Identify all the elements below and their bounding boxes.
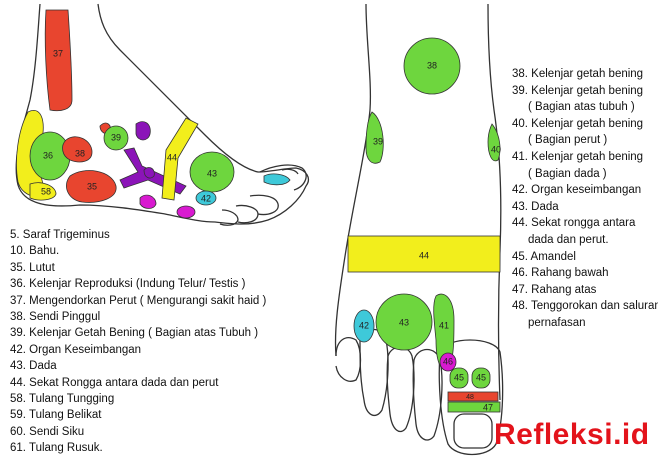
legend-top-foot: 38. Kelenjar getah bening 39. Kelenjar ge… [512, 66, 658, 332]
legend-item: 58. Tulang Tungging [10, 393, 115, 406]
top-foot [334, 3, 504, 456]
side-foot-toe-3 [235, 204, 259, 224]
legend-item: 42. Organ Keseimbangan [10, 343, 142, 356]
legend-item: ( Bagian perut ) [528, 134, 608, 147]
legend-item: 59. Tulang Belikat [10, 409, 102, 422]
label-44: 44 [419, 250, 429, 260]
label-47: 47 [483, 402, 493, 412]
side-foot-toe-4 [219, 209, 239, 226]
legend-item: ( Bagian atas tubuh ) [528, 101, 635, 114]
top-foot-left-edge [334, 3, 372, 357]
zone-cyan-toe [263, 173, 291, 186]
zone-61 [176, 205, 196, 219]
top-foot-big-toe [438, 339, 504, 456]
label-36: 36 [43, 150, 53, 160]
legend-item: 38. Kelenjar getah bening [512, 68, 644, 80]
zone-38 [403, 37, 461, 95]
side-foot-toenail [281, 168, 299, 175]
zone-35 [66, 170, 117, 203]
legend-item: 39. Kelenjar Getah Bening ( Bagian atas … [10, 327, 259, 340]
zone-58 [29, 182, 57, 201]
legend-item: 37. Mengendorkan Perut ( Mengurangi saki… [10, 294, 267, 307]
label-45b: 45 [476, 372, 486, 382]
top-foot-toe-5 [335, 337, 362, 382]
label-41: 41 [439, 320, 449, 330]
brand-logo: Refleksi.id [494, 418, 650, 451]
top-foot-zones [347, 37, 501, 413]
side-foot-outline [15, 3, 310, 225]
legend-item: 43. Dada [10, 360, 57, 373]
label-44: 44 [167, 152, 177, 162]
zone-46 [439, 352, 457, 372]
top-foot-toe-3 [386, 346, 415, 433]
label-38: 38 [427, 60, 437, 70]
zone-39 [365, 111, 384, 164]
side-foot [15, 3, 310, 226]
legend-item: 39. Kelenjar getah bening [512, 84, 644, 97]
legend-item: 61. Tulang Rusuk. [10, 442, 103, 455]
legend-item: 44. Sekat Rongga antara dada dan perut [10, 376, 219, 389]
zone-40 [487, 123, 501, 162]
label-39: 39 [111, 132, 121, 142]
top-foot-labels: 38 39 40 44 43 42 41 46 45 45 48 47 [359, 60, 501, 412]
legend-item: 35. Lutut [10, 261, 55, 274]
label-40: 40 [491, 144, 501, 154]
legend-item: 60. Sendi Siku [10, 425, 85, 438]
zone-37 [44, 9, 73, 112]
top-foot-right-edge [487, 3, 502, 401]
legend-item: 38. Sendi Pinggul [10, 311, 101, 324]
legend-item: 44. Sekat rongga antara [512, 217, 636, 230]
label-38: 38 [75, 148, 85, 158]
legend-item: 48. Tenggorokan dan saluran [512, 300, 658, 313]
zone-38 [62, 136, 93, 163]
legend-item: 10. Bahu. [10, 245, 60, 258]
legend-side-foot: 5. Saraf Trigeminus 10. Bahu. 35. Lutut 36.… [10, 227, 266, 457]
label-48: 48 [466, 394, 474, 401]
legend-item: 47. Rahang atas [512, 283, 597, 296]
legend-item: 45. Amandel [512, 250, 576, 263]
legend-item: 5. Saraf Trigeminus [10, 229, 110, 241]
label-35: 35 [87, 181, 97, 191]
label-43: 43 [399, 317, 409, 327]
legend-item: 42. Organ keseimbangan [512, 184, 642, 197]
legend-item: 36. Kelenjar Reproduksi (Indung Telur/ T… [10, 278, 246, 291]
side-foot-toe-1 [259, 164, 307, 191]
zone-59 [143, 167, 155, 179]
label-45a: 45 [454, 372, 464, 382]
label-46: 46 [443, 356, 453, 366]
zone-43 [375, 293, 433, 351]
label-43: 43 [207, 168, 217, 178]
legend-item: ( Bagian dada ) [528, 167, 607, 180]
zone-44 [347, 235, 501, 273]
zone-44 [161, 117, 199, 201]
zone-39 [103, 125, 129, 151]
side-foot-toe-2 [249, 194, 279, 216]
zone-45b [471, 367, 491, 389]
legend-item: 41. Kelenjar getah bening [512, 150, 644, 163]
legend-item: 40. Kelenjar getah bening [512, 117, 644, 130]
zone-45a [449, 367, 469, 389]
top-foot-toe-2 [412, 348, 443, 441]
top-foot-toenail [453, 413, 493, 449]
label-37: 37 [53, 48, 63, 58]
legend-item: 46. Rahang bawah [512, 267, 609, 280]
label-58: 58 [41, 186, 51, 196]
zone-42 [353, 309, 375, 343]
side-foot-labels: 37 36 38 35 39 44 43 42 58 [41, 48, 217, 203]
side-foot-zones [16, 9, 291, 219]
legend-item: pernafasan [528, 316, 586, 329]
zone-47 [447, 401, 501, 413]
zone-48 [447, 391, 499, 402]
label-42: 42 [201, 193, 211, 203]
zone-42 [195, 190, 217, 206]
label-42: 42 [359, 320, 369, 330]
zone-5 [135, 121, 151, 141]
zone-60 [139, 194, 157, 209]
legend-item: dada dan perut. [528, 233, 609, 246]
label-39: 39 [373, 136, 383, 146]
legend-item: 43. Dada [512, 200, 559, 213]
